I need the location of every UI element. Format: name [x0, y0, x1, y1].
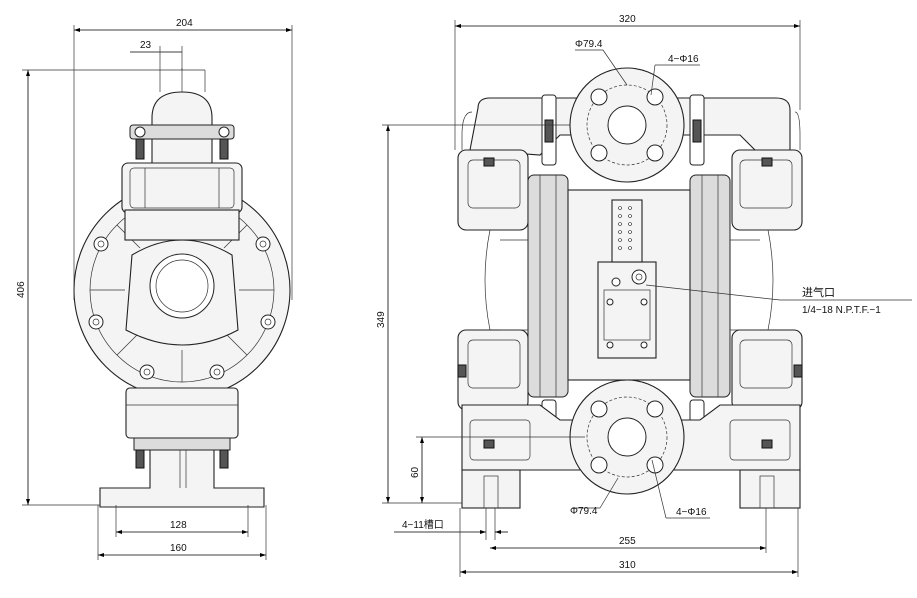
front-top-flange-diameter: Φ79.4: [575, 39, 603, 50]
front-air-inlet-label: 进气口: [802, 285, 835, 299]
front-view-dimensions: 320 349 60 4−11槽口 255 310: [376, 14, 912, 577]
front-dim-slot-span: 255: [619, 536, 636, 547]
front-dim-width-top: 320: [619, 14, 636, 25]
front-left-chamber-lower: [457, 329, 529, 411]
side-foot: [99, 449, 265, 508]
side-dim-width-top: 204: [176, 18, 193, 29]
front-bottom-flange-bore: [607, 417, 647, 457]
side-view-dimensions: 204 23 406 128 160: [16, 18, 293, 560]
side-view: [73, 68, 291, 508]
front-top-flange-bore: [607, 105, 647, 145]
front-view: [457, 67, 803, 509]
front-bottom-flange-diameter: Φ79.4: [570, 506, 598, 517]
front-top-flange-holes: [590, 88, 664, 162]
front-top-clamps: [541, 94, 705, 166]
side-upper-manifold: [121, 162, 243, 214]
front-bottom-bolt-holes: 4−Φ16: [676, 507, 707, 518]
front-air-valve: [597, 261, 657, 359]
front-top-bolt-holes: 4−Φ16: [668, 54, 699, 65]
side-lower-manifold: [125, 387, 239, 439]
side-dim-inlet-offset: 23: [140, 40, 152, 51]
front-right-chamber-lower: [731, 329, 803, 411]
front-muffler-holes: [618, 206, 632, 250]
front-right-chamber-upper: [731, 149, 803, 231]
front-left-diaphragm: [527, 174, 569, 398]
side-dim-height: 406: [16, 281, 27, 298]
side-hub-port: [149, 253, 215, 319]
side-chamber-bolts: [88, 236, 276, 380]
front-bottom-flange-holes: [590, 400, 664, 474]
front-dim-height: 349: [376, 311, 387, 328]
front-right-diaphragm: [689, 174, 731, 398]
front-slot-note: 4−11槽口: [402, 518, 444, 531]
front-air-inlet-thread: 1/4−18 N.P.T.F.−1: [802, 305, 881, 316]
side-dim-base-outer: 160: [170, 543, 187, 554]
side-dim-base-inner: 128: [170, 520, 187, 531]
side-outlet-clamp: [129, 124, 235, 140]
front-dim-base-width: 310: [619, 560, 636, 571]
front-air-inlet-port: [631, 269, 647, 285]
front-muffler: [611, 199, 643, 263]
front-dim-outlet-height: 60: [410, 466, 421, 478]
front-body-bolts: [457, 157, 803, 449]
